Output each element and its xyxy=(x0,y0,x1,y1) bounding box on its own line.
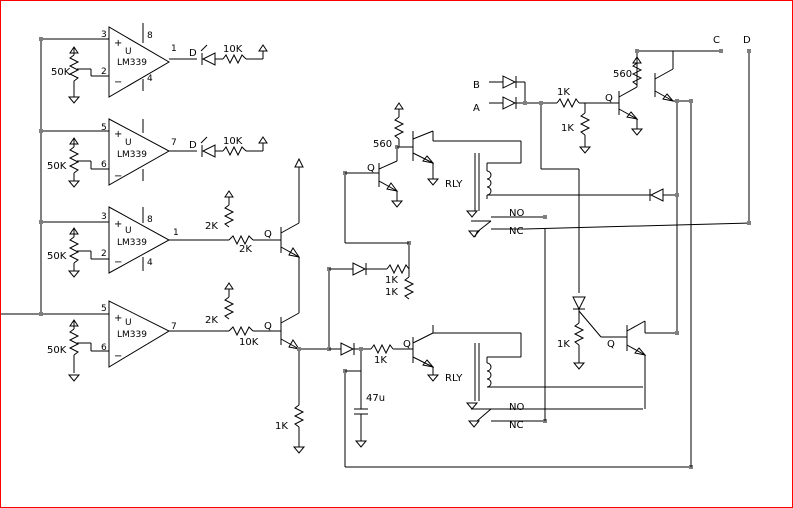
resistor-label: 10K xyxy=(223,136,243,147)
transistor-label: Q xyxy=(264,229,272,240)
resistor-label: 2K xyxy=(205,221,218,232)
contact-label: NO xyxy=(509,402,524,413)
pin-label: 3 xyxy=(101,30,107,40)
pin-label: 4 xyxy=(147,74,153,84)
chip-label: LM339 xyxy=(117,330,147,340)
comparator-1: + − U LM339 3 2 8 4 1 xyxy=(91,23,197,98)
resistor-label: 10K xyxy=(223,44,243,55)
resistor-label: 10K xyxy=(239,337,259,348)
relay-coil-upper: NO NC xyxy=(465,141,547,238)
output-d-label: D xyxy=(743,35,751,46)
contact-label: NO xyxy=(509,208,524,219)
pin-label: 1 xyxy=(173,228,179,238)
feedback-diode xyxy=(521,188,679,202)
minus-sign: − xyxy=(114,171,122,182)
transistor-q2: 2K 10K Q 1K xyxy=(205,282,329,454)
diode-label: D xyxy=(189,48,197,59)
pin-label: 8 xyxy=(147,31,153,41)
pin-label: 5 xyxy=(101,304,107,314)
transistor-label: Q xyxy=(264,321,272,332)
pin-label: 6 xyxy=(101,343,107,353)
resistor-label: 1K xyxy=(385,275,398,286)
plus-sign: + xyxy=(114,129,122,140)
capacitor-label: 47u xyxy=(366,393,385,404)
diode-label: D xyxy=(189,140,197,151)
input-b-label: B xyxy=(473,80,480,91)
minus-sign: − xyxy=(114,77,122,88)
chip-label: LM339 xyxy=(117,150,147,160)
relay-label: RLY xyxy=(445,179,463,190)
resistor-label: 1K xyxy=(385,287,398,298)
resistor-label: 50K xyxy=(47,345,67,356)
transistor-label: Q xyxy=(367,163,375,174)
resistor-label: 560 xyxy=(373,139,392,150)
pin-label: 6 xyxy=(101,160,107,170)
transistor-q-upper-right: 560 C D xyxy=(613,35,751,467)
resistor-label: 2K xyxy=(239,244,252,255)
relay-label: RLY xyxy=(445,373,463,384)
minus-sign: − xyxy=(114,257,122,268)
resistor-label: 50K xyxy=(47,161,67,172)
pin-label: 2 xyxy=(101,249,107,259)
contact-label: NC xyxy=(509,226,523,237)
transistor-q1: 2K 2K Q xyxy=(205,157,304,313)
diode-network: 1K 1K 1K 47u xyxy=(327,171,693,469)
contact-label: NC xyxy=(509,420,523,431)
plus-sign: + xyxy=(114,219,122,230)
input-diodes: B A 1K 1K Q xyxy=(473,75,619,170)
output-c-label: C xyxy=(713,35,720,46)
relay-coil-lower: NO NC xyxy=(465,222,752,431)
resistor-label: 1K xyxy=(557,339,570,350)
resistor-label: 1K xyxy=(561,123,574,134)
pin-label: 8 xyxy=(147,215,153,225)
unit-label: U xyxy=(125,318,132,328)
chip-label: LM339 xyxy=(117,58,147,68)
relay-driver-upper: 560 Q RLY xyxy=(367,102,521,208)
pot-50k-3: 50K xyxy=(47,227,92,278)
minus-sign: − xyxy=(114,351,122,362)
resistor-label: 1K xyxy=(275,421,288,432)
pin-label: 3 xyxy=(101,212,107,222)
pin-label: 1 xyxy=(171,44,177,54)
pin-label: 7 xyxy=(171,138,177,148)
transistor-label: Q xyxy=(605,93,613,104)
led-out-2: D 10K xyxy=(189,136,268,158)
plus-sign: + xyxy=(114,38,122,49)
pot-50k-1: 50K xyxy=(51,46,92,104)
resistor-label: 2K xyxy=(205,315,218,326)
unit-label: U xyxy=(125,138,132,148)
left-bus xyxy=(1,37,109,316)
relay-driver-lower: Q RLY xyxy=(403,325,521,384)
pin-label: 7 xyxy=(171,322,177,332)
transistor-label: Q xyxy=(403,339,411,350)
transistor-label: Q xyxy=(607,339,615,350)
pot-50k-2: 50K xyxy=(47,137,92,188)
plus-sign: + xyxy=(114,313,122,324)
unit-label: U xyxy=(125,47,132,57)
resistor-label: 1K xyxy=(557,87,570,98)
pot-50k-4: 50K xyxy=(47,319,92,382)
resistor-label: 560 xyxy=(613,69,632,80)
pin-label: 2 xyxy=(101,67,107,77)
input-a-label: A xyxy=(473,103,480,114)
chip-label: LM339 xyxy=(117,238,147,248)
resistor-label: 50K xyxy=(51,67,71,78)
comparator-3: + − U LM339 3 2 8 4 1 xyxy=(91,206,223,274)
pin-label: 5 xyxy=(101,123,107,133)
led-out-1: D 10K xyxy=(189,44,268,66)
pin-label: 4 xyxy=(147,258,153,268)
resistor-label: 1K xyxy=(374,355,387,366)
resistor-label: 50K xyxy=(47,251,67,262)
comparator-4: + − U LM339 5 6 7 xyxy=(91,300,223,368)
transistor-q-lower-right: 1K Q xyxy=(521,169,679,409)
comparator-2: + − U LM339 5 6 7 xyxy=(91,118,197,186)
unit-label: U xyxy=(125,226,132,236)
